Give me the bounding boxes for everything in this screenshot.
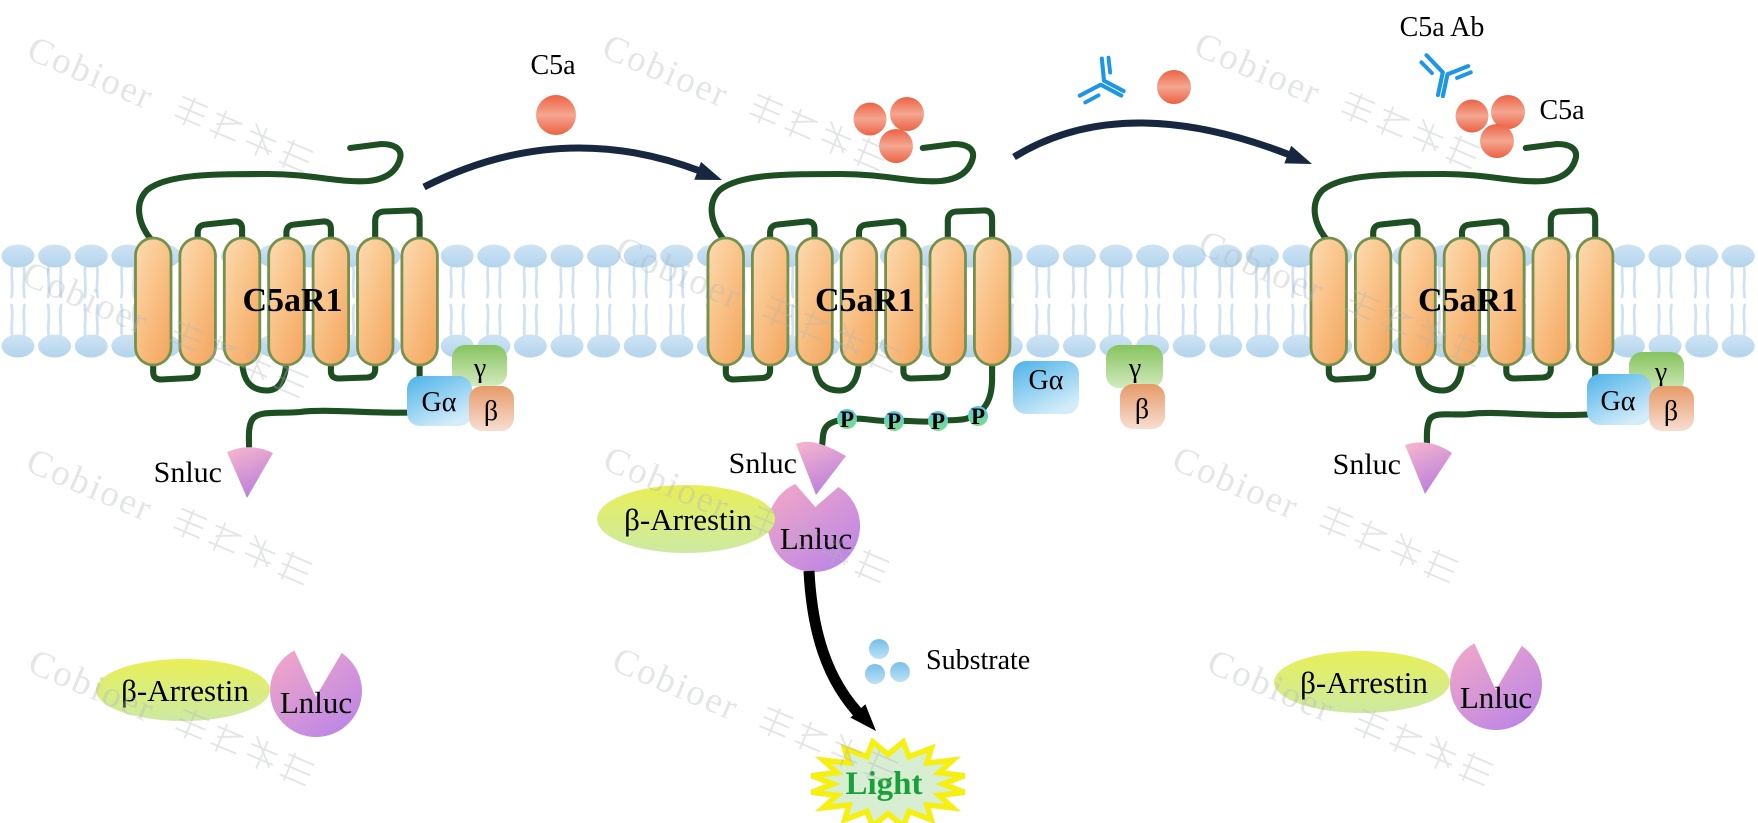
svg-text:Substrate: Substrate [926, 645, 1030, 676]
svg-text:β: β [1664, 396, 1678, 427]
svg-text:C5a: C5a [530, 50, 576, 81]
svg-text:Gα: Gα [422, 387, 457, 418]
svg-text:Snluc: Snluc [154, 456, 222, 489]
svg-text:γ: γ [1128, 353, 1141, 384]
svg-text:Snluc: Snluc [729, 447, 797, 480]
svg-text:C5aR1: C5aR1 [242, 282, 342, 319]
svg-text:P: P [931, 409, 945, 434]
svg-text:P: P [887, 409, 901, 434]
svg-text:C5a Ab: C5a Ab [1400, 12, 1485, 43]
svg-text:γ: γ [1654, 357, 1667, 388]
svg-text:β-Arrestin: β-Arrestin [1300, 665, 1428, 700]
svg-text:β: β [484, 396, 498, 427]
svg-text:Lnluc: Lnluc [1460, 680, 1532, 715]
svg-text:C5aR1: C5aR1 [1418, 282, 1518, 319]
svg-text:Gα: Gα [1601, 386, 1636, 417]
svg-text:Snluc: Snluc [1333, 448, 1401, 481]
svg-text:β-Arrestin: β-Arrestin [121, 673, 249, 708]
svg-text:Light: Light [845, 766, 922, 802]
svg-text:C5a: C5a [1539, 95, 1585, 126]
svg-text:P: P [971, 404, 985, 429]
svg-text:P: P [840, 407, 854, 432]
svg-text:γ: γ [473, 353, 486, 384]
svg-text:Lnluc: Lnluc [280, 685, 352, 720]
svg-text:Lnluc: Lnluc [780, 521, 852, 556]
svg-text:β-Arrestin: β-Arrestin [624, 502, 752, 537]
svg-text:Gα: Gα [1029, 365, 1064, 396]
svg-text:C5aR1: C5aR1 [815, 282, 915, 319]
svg-text:β: β [1135, 394, 1149, 425]
